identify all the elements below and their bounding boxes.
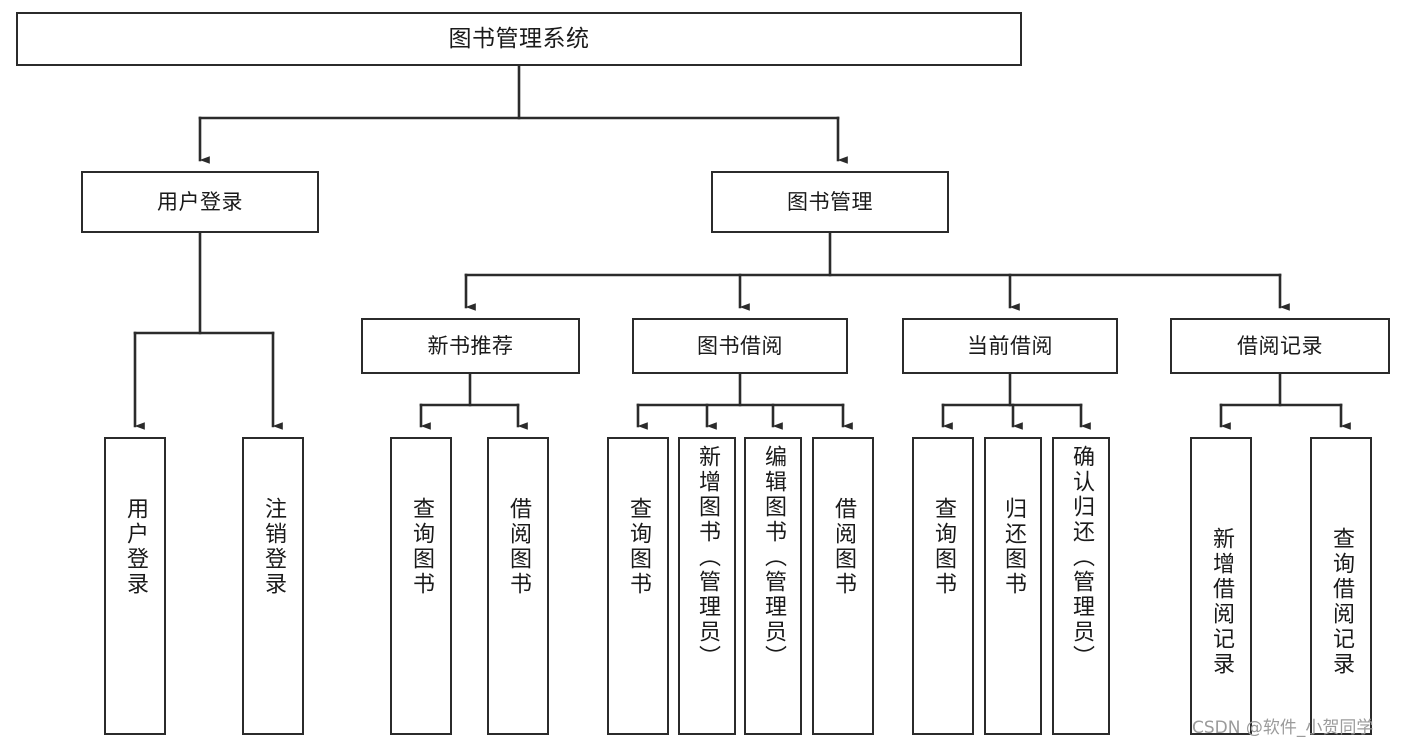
node-leaf-logout-label: 注销登录 — [261, 497, 286, 597]
node-leaf-return-book[interactable]: 归还图书 — [984, 437, 1042, 735]
node-leaf-query-book-3[interactable]: 查询图书 — [912, 437, 974, 735]
node-book-manage[interactable]: 图书管理 — [711, 171, 949, 233]
node-borrow-record-label: 借阅记录 — [1237, 333, 1323, 358]
node-leaf-query-book-2-label: 查询图书 — [626, 497, 651, 597]
node-leaf-confirm-return[interactable]: 确认归还（管理员） — [1052, 437, 1110, 735]
node-leaf-borrow-book-1[interactable]: 借阅图书 — [487, 437, 549, 735]
node-leaf-edit-book[interactable]: 编辑图书（管理员） — [744, 437, 802, 735]
node-leaf-add-record[interactable]: 新增借阅记录 — [1190, 437, 1252, 735]
node-book-borrow[interactable]: 图书借阅 — [632, 318, 848, 374]
node-leaf-user-login[interactable]: 用户登录 — [104, 437, 166, 735]
node-leaf-add-record-label: 新增借阅记录 — [1209, 527, 1234, 677]
node-new-book-recommend[interactable]: 新书推荐 — [361, 318, 580, 374]
node-leaf-add-book[interactable]: 新增图书（管理员） — [678, 437, 736, 735]
node-leaf-query-book-2[interactable]: 查询图书 — [607, 437, 669, 735]
node-leaf-query-book-1[interactable]: 查询图书 — [390, 437, 452, 735]
node-leaf-borrow-book-2-label: 借阅图书 — [831, 497, 856, 597]
node-leaf-return-book-label: 归还图书 — [1001, 497, 1026, 597]
node-leaf-query-book-3-label: 查询图书 — [931, 497, 956, 597]
node-user-login-label: 用户登录 — [157, 189, 243, 214]
node-new-book-recommend-label: 新书推荐 — [427, 333, 514, 358]
node-book-manage-label: 图书管理 — [787, 189, 873, 214]
node-root[interactable]: 图书管理系统 — [16, 12, 1022, 66]
node-borrow-record[interactable]: 借阅记录 — [1170, 318, 1390, 374]
node-root-label: 图书管理系统 — [448, 25, 590, 52]
node-leaf-edit-book-label: 编辑图书（管理员） — [761, 445, 786, 670]
node-leaf-logout[interactable]: 注销登录 — [242, 437, 304, 735]
node-current-borrow[interactable]: 当前借阅 — [902, 318, 1118, 374]
node-current-borrow-label: 当前借阅 — [967, 333, 1053, 358]
node-leaf-query-record[interactable]: 查询借阅记录 — [1310, 437, 1372, 735]
node-leaf-user-login-label: 用户登录 — [123, 497, 148, 597]
node-user-login[interactable]: 用户登录 — [81, 171, 319, 233]
node-leaf-query-record-label: 查询借阅记录 — [1329, 527, 1354, 677]
node-leaf-borrow-book-1-label: 借阅图书 — [506, 497, 531, 597]
node-leaf-confirm-return-label: 确认归还（管理员） — [1069, 445, 1094, 670]
node-leaf-borrow-book-2[interactable]: 借阅图书 — [812, 437, 874, 735]
node-leaf-query-book-1-label: 查询图书 — [409, 497, 434, 597]
node-leaf-add-book-label: 新增图书（管理员） — [695, 445, 720, 670]
node-book-borrow-label: 图书借阅 — [697, 333, 783, 358]
